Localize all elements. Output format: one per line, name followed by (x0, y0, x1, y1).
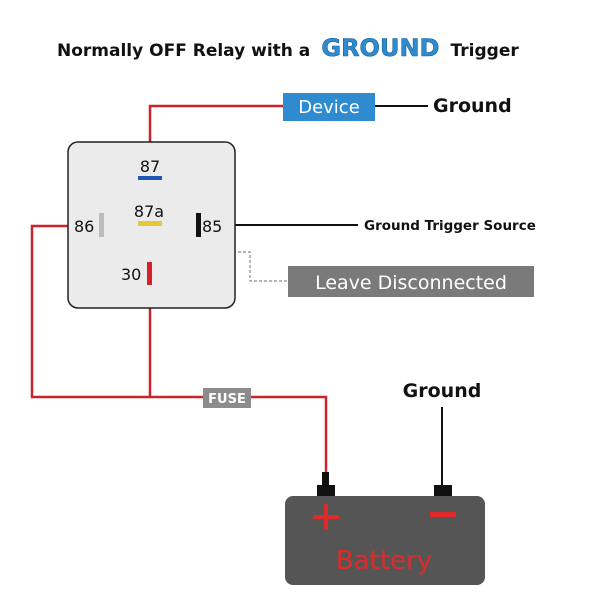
leave-disconnected-label: Leave Disconnected (315, 272, 507, 294)
fuse-label: FUSE (208, 392, 246, 407)
pin-86-label: 86 (74, 217, 94, 236)
battery-negative-terminal (434, 485, 452, 497)
wire-87-to-device (148, 104, 283, 142)
title-accent: GROUND (321, 34, 439, 62)
leave-disconnected-box (288, 266, 534, 297)
title-prefix: Normally OFF Relay with a (57, 41, 310, 61)
battery-plus-icon (313, 504, 339, 530)
pin-85-marker (196, 213, 201, 237)
pin-30-label: 30 (121, 265, 141, 284)
battery-positive-terminal-base (317, 485, 335, 497)
pin-85-label: 85 (202, 217, 222, 236)
pin-87-label: 87 (140, 157, 160, 176)
battery-positive-terminal (322, 472, 329, 488)
wire-87a-disconnected (147, 232, 288, 282)
device-box (283, 93, 375, 121)
pin-30-marker (147, 262, 152, 285)
wire-junction-to-battery-positive (150, 395, 328, 486)
pin-87a-label: 87a (134, 202, 164, 221)
battery-minus-icon (430, 512, 456, 517)
device-label: Device (298, 97, 360, 118)
battery-ground-label: Ground (403, 380, 482, 402)
wire-86-to-junction (30, 224, 150, 399)
device-ground-label: Ground (433, 95, 512, 117)
battery-label: Battery (336, 546, 432, 576)
pin-86-marker (99, 213, 104, 237)
pin-87a-marker (138, 221, 162, 226)
diagram-title: Normally OFF Relay with a GROUND Trigger (57, 34, 519, 62)
title-suffix: Trigger (451, 41, 520, 61)
fuse-box (203, 388, 251, 408)
pin-87-marker (138, 176, 162, 180)
ground-trigger-source-label: Ground Trigger Source (364, 218, 536, 234)
